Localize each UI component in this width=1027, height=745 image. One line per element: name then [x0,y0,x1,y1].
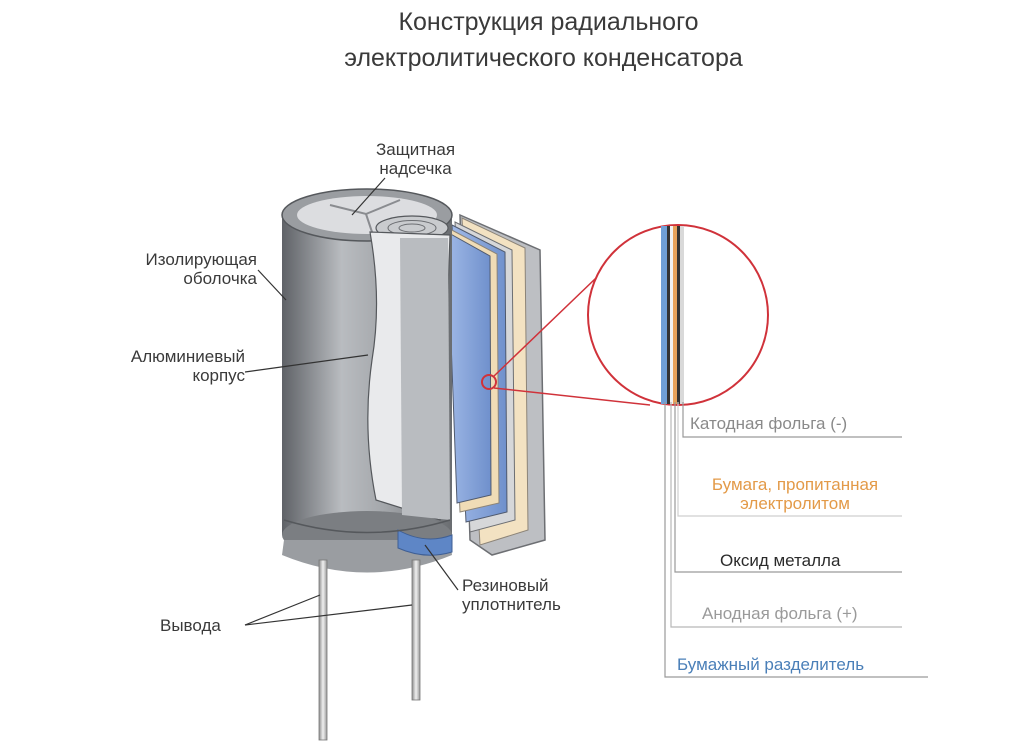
label-can: Алюминиевый корпус [100,347,245,385]
layer-cathode-foil: Катодная фольга (-) [690,414,848,433]
magnifier [481,224,769,406]
layer-callout-lines [664,402,928,678]
label-sleeve: Изолирующая оболочка [100,250,257,288]
label-seal-line-1: Резиновый [462,576,549,595]
label-sleeve-line-1: Изолирующая [145,250,257,269]
label-vent-line-2: надсечка [379,159,452,178]
label-vent: Защитная надсечка [376,140,455,178]
capacitor-body [281,188,453,573]
title-line-2: электролитического конденсатора [344,44,743,72]
layer-electrolyte-paper-line-1: Бумага, пропитанная [711,475,879,494]
label-vent-line-1: Защитная [376,140,456,159]
label-leads: Вывода [160,616,221,635]
label-sleeve-line-2: оболочка [183,269,257,288]
label-seal: Резиновый уплотнитель [462,576,561,614]
layer-anode-foil: Анодная фольга (+) [702,604,858,623]
title-line-1: Конструкция радиального [398,8,699,36]
label-can-line-1: Алюминиевый [130,347,245,366]
capacitor-leads [318,559,421,741]
layer-electrolyte-paper: Бумага, пропитанная электролитом [690,475,900,513]
diagram-title: Конструкция радиального электролитическо… [0,4,1027,76]
label-seal-line-2: уплотнитель [462,595,561,614]
label-can-line-2: корпус [192,366,245,385]
layer-electrolyte-paper-line-2: электролитом [740,494,850,513]
layer-paper-separator: Бумажный разделитель [677,655,865,674]
part-callout-lines [244,177,459,626]
layer-metal-oxide: Оксид металла [720,551,841,570]
